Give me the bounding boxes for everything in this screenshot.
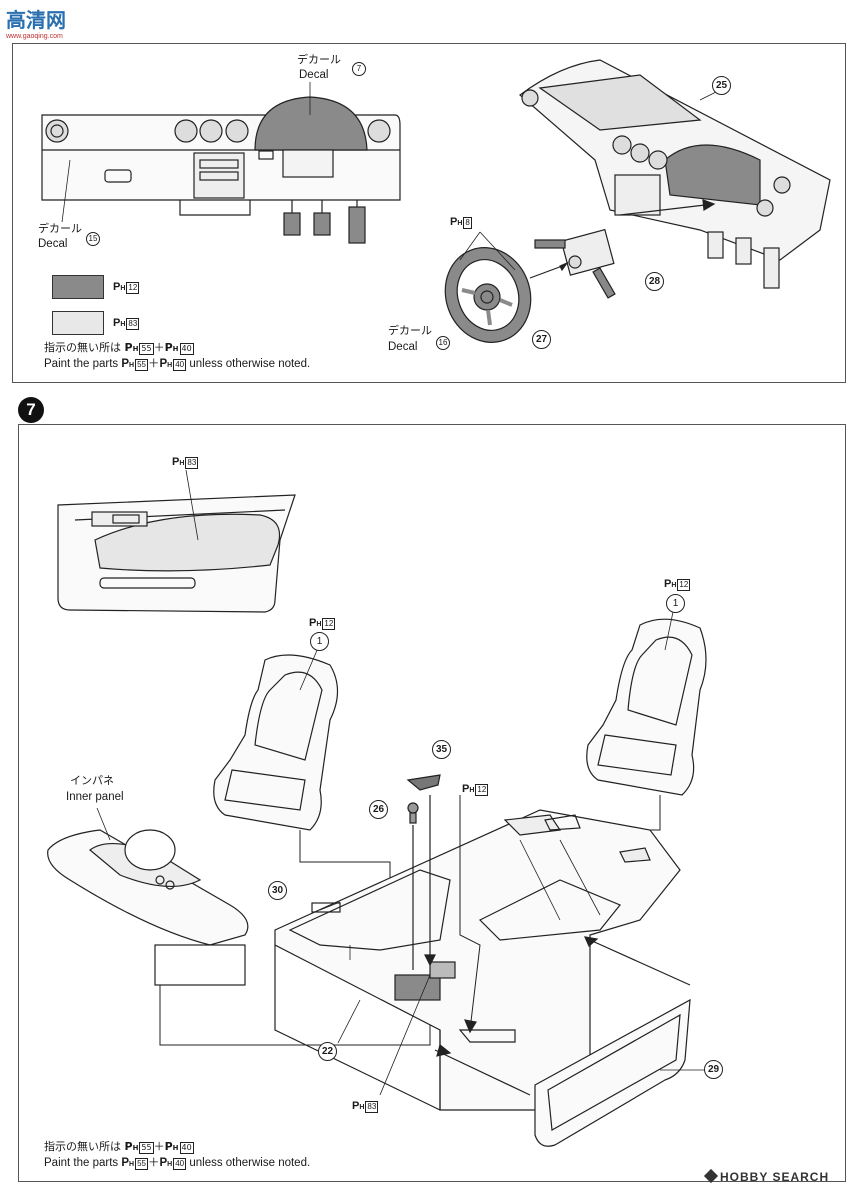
seat-right-drawing [539, 611, 707, 860]
watermark-logo-bottom: HOBBY SEARCH [703, 1168, 830, 1184]
inner-panel-label-jp: インパネ [70, 774, 114, 787]
watermark-logo-top: 高清网 www.gaoqing.com [6, 4, 66, 40]
part-22-callout: 22 [318, 1042, 337, 1061]
part-26-callout: 26 [369, 800, 388, 819]
inner-panel-label-en: Inner panel [66, 791, 124, 803]
decal7-number: 7 [352, 62, 366, 76]
decal15-label-jp: デカール [38, 222, 82, 235]
decal7-label-en: Decal [299, 69, 329, 81]
door-panel-drawing [57, 469, 296, 613]
watermark-url: www.gaoqing.com [6, 33, 63, 40]
side-panel-drawing [434, 936, 705, 1147]
decal16-label-jp: デカール [388, 324, 432, 337]
bottom-panel [18, 424, 846, 1182]
decal16-number: 16 [436, 336, 450, 350]
inner-panel-drawing [47, 807, 431, 1046]
decal16-label-en: Decal [388, 341, 418, 353]
part-28-callout: 28 [645, 272, 664, 291]
decal15-label-en: Decal [38, 238, 68, 250]
legend-swatch-ph83 [52, 311, 104, 335]
decal15-number: 15 [86, 232, 100, 246]
top-dashboard-perspective [519, 59, 831, 289]
decal7-label-jp: デカール [297, 53, 341, 66]
steering-wheel-assembly [444, 199, 716, 343]
part-25-callout: 25 [712, 76, 731, 95]
seat-left-part-callout: 1 [310, 632, 329, 651]
top-dashboard-front-view [41, 82, 401, 244]
watermark-bottom-text: HOBBY SEARCH [720, 1170, 830, 1184]
part-35-callout: 35 [432, 740, 451, 759]
part-30-callout: 30 [268, 881, 287, 900]
hobby-search-icon [703, 1168, 719, 1184]
shift-lever-drawing [406, 774, 481, 1034]
watermark-text: 高清网 [6, 8, 66, 32]
body-tub-drawing [274, 809, 681, 1111]
part-29-callout: 29 [704, 1060, 723, 1079]
legend-swatch-ph12 [52, 275, 104, 299]
seat-left-drawing [213, 647, 396, 954]
part-27-callout: 27 [532, 330, 551, 349]
seat-right-part-callout: 1 [666, 594, 685, 613]
step-number-badge: 7 [18, 397, 44, 423]
